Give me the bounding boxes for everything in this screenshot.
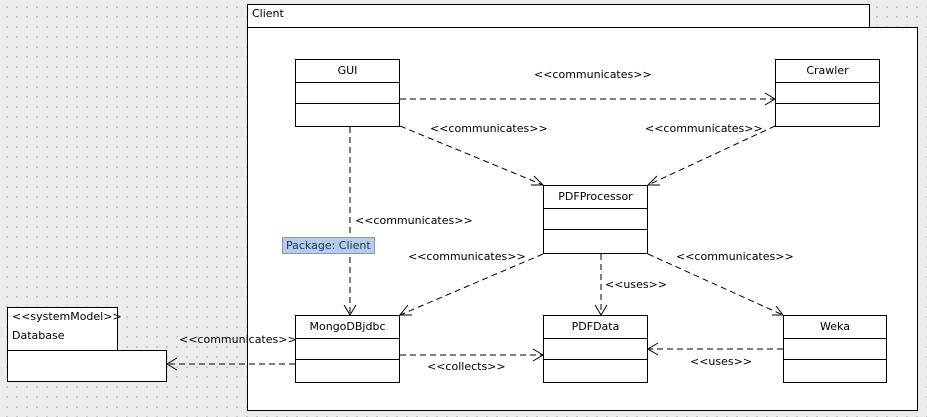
database-tab[interactable]: <<systemModel>> Database xyxy=(7,307,122,351)
arrowhead-pdfprocessor-from-gui xyxy=(531,175,545,186)
database-name: Database xyxy=(12,329,65,342)
database-system-model[interactable] xyxy=(7,350,167,382)
class-pdfprocessor-name: PDFProcessor xyxy=(544,186,647,209)
arrowhead-crawler xyxy=(764,92,776,106)
class-pdfprocessor-attributes xyxy=(544,209,647,230)
class-crawler-attributes xyxy=(776,83,879,104)
class-gui[interactable]: GUI xyxy=(295,59,400,127)
label-mongodbjdbc-database: <<communicates>> xyxy=(179,333,297,346)
arrowhead-database xyxy=(166,357,178,371)
arrowhead-pdfdata-from-mongodbjdbc xyxy=(532,348,544,362)
class-weka[interactable]: Weka xyxy=(783,315,887,383)
class-gui-name: GUI xyxy=(296,60,399,83)
class-mongodbjdbc-name: MongoDBjdbc xyxy=(296,316,399,339)
label-pdfprocessor-weka: <<communicates>> xyxy=(676,250,794,263)
arrowhead-weka xyxy=(772,305,785,316)
class-pdfdata-name: PDFData xyxy=(544,316,647,339)
package-client-tag[interactable]: Package: Client xyxy=(282,237,375,254)
class-mongodbjdbc-attributes xyxy=(296,339,399,360)
class-crawler-name: Crawler xyxy=(776,60,879,83)
label-pdfprocessor-mongodbjdbc: <<communicates>> xyxy=(408,250,526,263)
class-gui-attributes xyxy=(296,83,399,104)
class-pdfprocessor[interactable]: PDFProcessor xyxy=(543,185,648,254)
class-weka-name: Weka xyxy=(784,316,886,339)
class-crawler[interactable]: Crawler xyxy=(775,59,880,127)
arrowhead-pdfprocessor-from-crawler xyxy=(646,175,660,186)
dep-gui-pdfprocessor[interactable] xyxy=(399,125,544,186)
label-crawler-pdfprocessor: <<communicates>> xyxy=(645,122,763,135)
label-weka-pdfdata: <<uses>> xyxy=(690,355,753,368)
arrowhead-pdfdata-from-pdfprocessor xyxy=(594,304,608,316)
label-mongodbjdbc-pdfdata: <<collects>> xyxy=(427,360,506,373)
dep-pdfprocessor-mongodbjdbc[interactable] xyxy=(399,253,544,316)
class-weka-attributes xyxy=(784,339,886,360)
class-pdfdata-attributes xyxy=(544,339,647,360)
label-pdfprocessor-pdfdata: <<uses>> xyxy=(605,278,668,291)
dep-crawler-pdfprocessor[interactable] xyxy=(647,125,776,186)
dep-pdfprocessor-weka[interactable] xyxy=(647,253,784,316)
database-stereotype: <<systemModel>> xyxy=(12,310,122,323)
arrowhead-pdfdata-from-weka xyxy=(647,342,659,356)
arrowhead-mongodbjdbc-from-pdfprocessor xyxy=(398,304,412,316)
label-gui-pdfprocessor: <<communicates>> xyxy=(430,122,548,135)
label-gui-mongodbjdbc: <<communicates>> xyxy=(355,214,473,227)
package-client-tab[interactable]: Client xyxy=(247,4,870,28)
class-mongodbjdbc[interactable]: MongoDBjdbc xyxy=(295,315,400,383)
arrowhead-mongodbjdbc-from-gui xyxy=(343,304,357,316)
class-pdfdata[interactable]: PDFData xyxy=(543,315,648,383)
label-gui-crawler: <<communicates>> xyxy=(534,68,652,81)
package-client-name: Client xyxy=(252,7,284,20)
